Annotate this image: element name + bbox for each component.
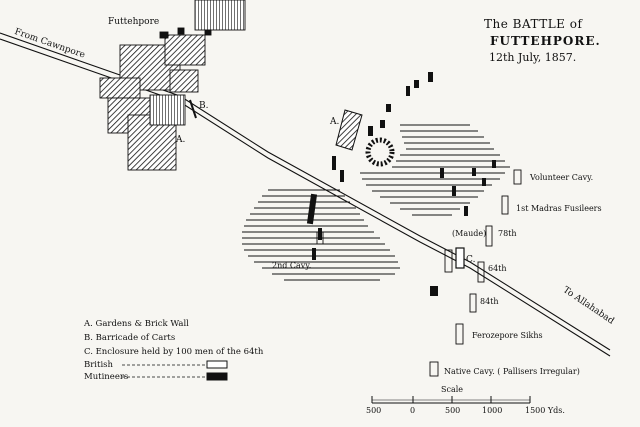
unit-2nd-cav: 2nd Cavy. <box>272 261 312 270</box>
legend-mutineers: Mutineers <box>84 372 129 382</box>
marker-c: C. <box>466 255 476 265</box>
scale-tick-500-left: 500 <box>366 406 382 415</box>
scale-bar <box>371 396 531 404</box>
map-title-line1: The BATTLE of <box>484 17 583 31</box>
enclosure-c <box>455 247 465 269</box>
legend-a: A. Gardens & Brick Wall <box>84 319 189 329</box>
unit-84th: 84th <box>480 297 499 306</box>
unit-64th: 64th <box>488 264 507 273</box>
legend-samples <box>122 360 228 381</box>
garden-a <box>335 109 363 151</box>
scale-tick-500: 500 <box>445 406 461 415</box>
road <box>0 32 611 357</box>
town-futtehpore <box>99 0 246 171</box>
marker-a-town: A. <box>176 135 186 145</box>
town-label: Futtehpore <box>108 17 160 27</box>
legend-b: B. Barricade of Carts <box>84 333 176 343</box>
unit-native-cav: Native Cavy. ( Pallisers Irregular) <box>444 367 580 376</box>
scale-title: Scale <box>441 385 464 394</box>
marker-b: B. <box>199 101 209 111</box>
unit-madras-fusiliers: 1st Madras Fusileers <box>516 204 602 213</box>
legend-british: British <box>84 360 113 370</box>
british-marks <box>316 169 522 377</box>
scale-tick-1000: 1000 <box>482 406 503 415</box>
scale-tick-1500: 1500 Yds. <box>525 406 565 415</box>
unit-ferozepore-sikhs: Ferozepore Sikhs <box>472 331 543 340</box>
scale-tick-0: 0 <box>410 406 416 415</box>
unit-volunteer-cav: Volunteer Cavy. <box>530 173 594 182</box>
map-title-line3: 12th July, 1857. <box>489 51 577 64</box>
map-title-line2: FUTTEHPORE. <box>490 34 601 48</box>
marker-a-east: A. <box>330 117 340 127</box>
unit-78th: 78th <box>498 229 517 238</box>
enemy-camp <box>365 137 395 167</box>
mutineer-blocks <box>306 72 496 296</box>
mutineer-lines <box>242 124 510 281</box>
unit-maude: (Maude) <box>452 229 487 238</box>
legend-c: C. Enclosure held by 100 men of the 64th <box>84 347 264 357</box>
